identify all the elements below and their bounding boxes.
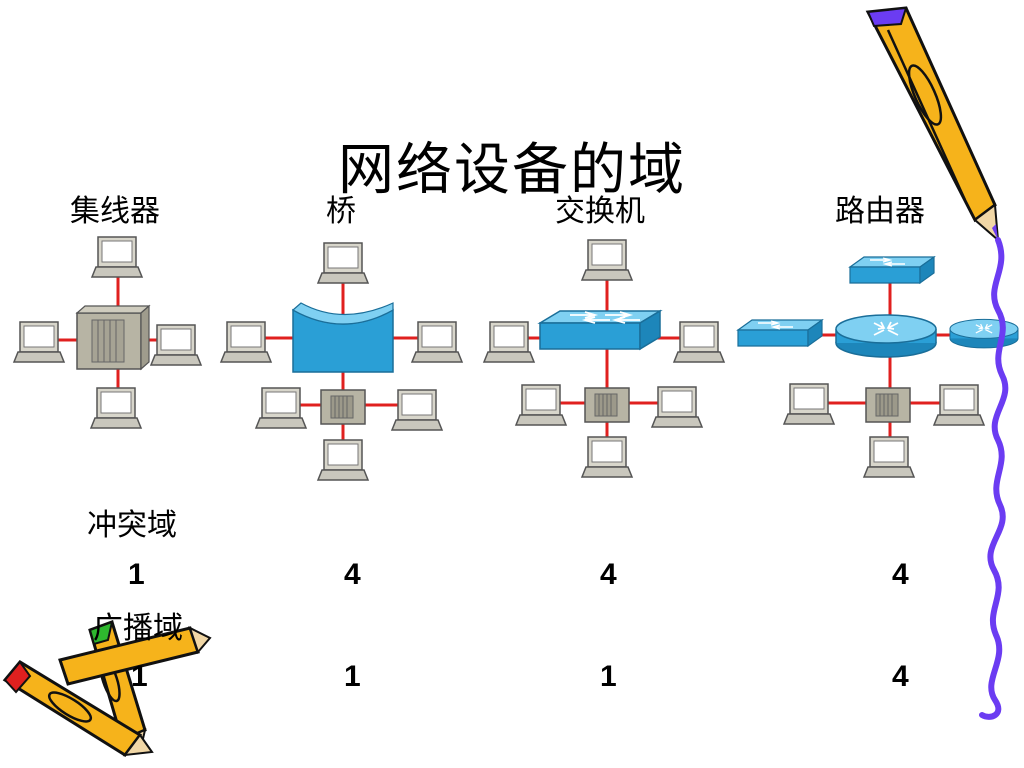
pencil-decoration-top: [865, 6, 1000, 243]
bridge-icon: [291, 302, 394, 373]
scribble-decoration: [979, 237, 1009, 720]
switch-network: [483, 239, 725, 478]
collision-domain-label: 冲突域: [87, 508, 177, 543]
collision-value-router: 4: [892, 558, 909, 591]
bridge-network: [220, 242, 463, 481]
slide-title: 网络设备的域: [338, 138, 686, 203]
broadcast-value-bridge: 1: [344, 660, 361, 693]
device-label-router: 路由器: [835, 194, 925, 229]
collision-value-hub: 1: [128, 558, 145, 591]
collision-value-bridge: 4: [344, 558, 361, 591]
hub-icon: [75, 304, 151, 371]
broadcast-value-hub: 1: [131, 660, 148, 693]
router-network: [737, 256, 1019, 478]
device-label-switch: 交换机: [555, 194, 645, 229]
broadcast-domain-label: 广播域: [93, 611, 183, 646]
collision-value-switch: 4: [600, 558, 617, 591]
pencil-decoration-bottom: [2, 620, 212, 758]
device-label-hub: 集线器: [70, 194, 160, 229]
device-label-bridge: 桥: [326, 194, 356, 229]
broadcast-value-router: 4: [892, 660, 909, 693]
broadcast-value-switch: 1: [600, 660, 617, 693]
hub-network: [13, 236, 202, 429]
